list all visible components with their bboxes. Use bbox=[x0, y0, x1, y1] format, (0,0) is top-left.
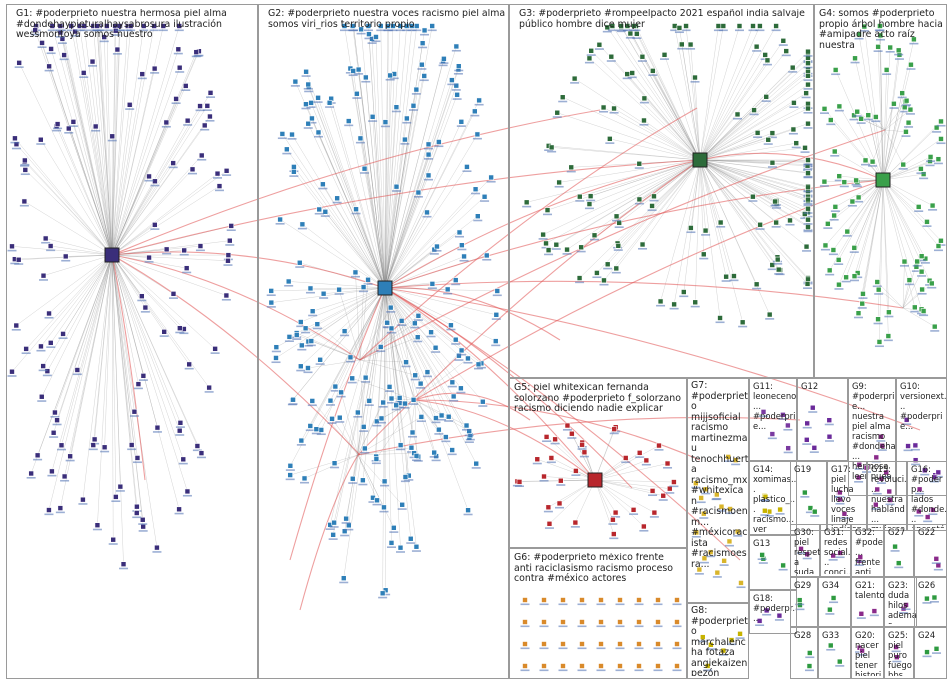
group-label-g21: G21: talento bbox=[855, 580, 885, 600]
group-box-g19: G19 bbox=[790, 461, 827, 531]
group-label-g10: G10: versionext... #poderprie... bbox=[900, 381, 947, 431]
group-box-g8: G8: #poderprieto marchalencha fotaza ang… bbox=[687, 603, 749, 679]
group-label-g2: G2: #poderprieto nuestra voces racismo p… bbox=[268, 9, 508, 30]
group-label-g33: G33 bbox=[822, 630, 852, 640]
group-box-g30: G30: piel respeta suda resue... bbox=[790, 524, 820, 577]
group-box-g28: G28 bbox=[790, 627, 818, 679]
group-box-g23: G23: duda hilos además promis... bbox=[884, 577, 917, 627]
group-label-g32: G32: #pode... frente anti racicla... bbox=[855, 527, 885, 574]
group-box-g25: G25: piel puro fuego bbs... bbox=[884, 627, 914, 679]
group-box-g1: G1: #poderprieto nuestra hermosa piel al… bbox=[6, 4, 258, 679]
group-box-g16: G16: #poderp... lados #donde... encantó … bbox=[907, 461, 947, 531]
group-box-g20: G20: nacer piel tener histori... bbox=[851, 627, 884, 679]
group-box-g12: G12 bbox=[797, 378, 848, 461]
group-label-g7: G7: #poderprieto mijjsoficial racismo ma… bbox=[691, 381, 749, 570]
group-box-g22: G22 bbox=[914, 524, 947, 577]
group-label-g6: G6: #poderprieto méxico frente anti raci… bbox=[514, 553, 684, 585]
group-box-g21: G21: talento bbox=[851, 577, 884, 627]
group-box-g27: G27 bbox=[884, 524, 914, 577]
group-label-g29: G29 bbox=[794, 580, 819, 590]
group-box-g11: G11: leoneceno... #poderprie... bbox=[749, 378, 797, 461]
group-label-g12: G12 bbox=[801, 381, 847, 391]
group-label-g3: G3: #poderprieto #rompeelpacto 2021 espa… bbox=[519, 9, 814, 30]
group-label-g30: G30: piel respeta suda resue... bbox=[794, 527, 821, 574]
group-label-g17: G17: piel lucha llevo voces linaje indíg… bbox=[831, 464, 867, 528]
group-box-g3: G3: #poderprieto #rompeelpacto 2021 espa… bbox=[509, 4, 814, 378]
group-box-g29: G29 bbox=[790, 577, 818, 627]
group-label-g4: G4: somos #poderprieto propio árbol homb… bbox=[819, 9, 944, 51]
group-label-g28: G28 bbox=[794, 630, 819, 640]
group-label-g1: G1: #poderprieto nuestra hermosa piel al… bbox=[16, 9, 256, 41]
group-box-g4: G4: somos #poderprieto propio árbol homb… bbox=[814, 4, 947, 378]
group-label-g27: G27 bbox=[888, 527, 915, 537]
group-label-g8: G8: #poderprieto marchalencha fotaza ang… bbox=[691, 606, 749, 676]
group-label-g31: G31: redes social... conci... gener... bbox=[824, 527, 852, 574]
group-box-g34: G34 bbox=[818, 577, 851, 627]
group-label-g19: G19 bbox=[794, 464, 828, 474]
group-box-g2: G2: #poderprieto nuestra voces racismo p… bbox=[258, 4, 509, 679]
group-label-g26: G26 bbox=[918, 580, 948, 590]
group-box-g17: G17: piel lucha llevo voces linaje indíg… bbox=[827, 461, 867, 531]
group-box-g15: G15: revoluci... nuestra hablánd... muje… bbox=[867, 461, 907, 531]
group-box-g33: G33 bbox=[818, 627, 851, 679]
group-box-g32: G32: #pode... frente anti racicla... bbox=[851, 524, 884, 577]
group-label-g34: G34 bbox=[822, 580, 852, 590]
group-box-g6: G6: #poderprieto méxico frente anti raci… bbox=[509, 548, 687, 679]
group-label-g15: G15: revoluci... nuestra hablánd... muje… bbox=[871, 464, 907, 528]
group-box-g24: G24 bbox=[914, 627, 947, 679]
group-label-g11: G11: leoneceno... #poderprie... bbox=[753, 381, 797, 431]
group-label-g22: G22 bbox=[918, 527, 948, 537]
group-label-g24: G24 bbox=[918, 630, 948, 640]
group-box-g31: G31: redes social... conci... gener... bbox=[820, 524, 851, 577]
group-label-g16: G16: #poderp... lados #donde... encantó … bbox=[911, 464, 947, 528]
group-label-g5: G5: piel whitexican fernanda solorzano #… bbox=[514, 383, 684, 415]
group-box-g26: G26 bbox=[914, 577, 947, 627]
group-box-g7: G7: #poderprieto mijjsoficial racismo ma… bbox=[687, 378, 749, 603]
group-label-g20: G20: nacer piel tener histori... bbox=[855, 630, 885, 676]
group-box-g5: G5: piel whitexican fernanda solorzano #… bbox=[509, 378, 687, 548]
group-label-g25: G25: piel puro fuego bbs... bbox=[888, 630, 915, 676]
